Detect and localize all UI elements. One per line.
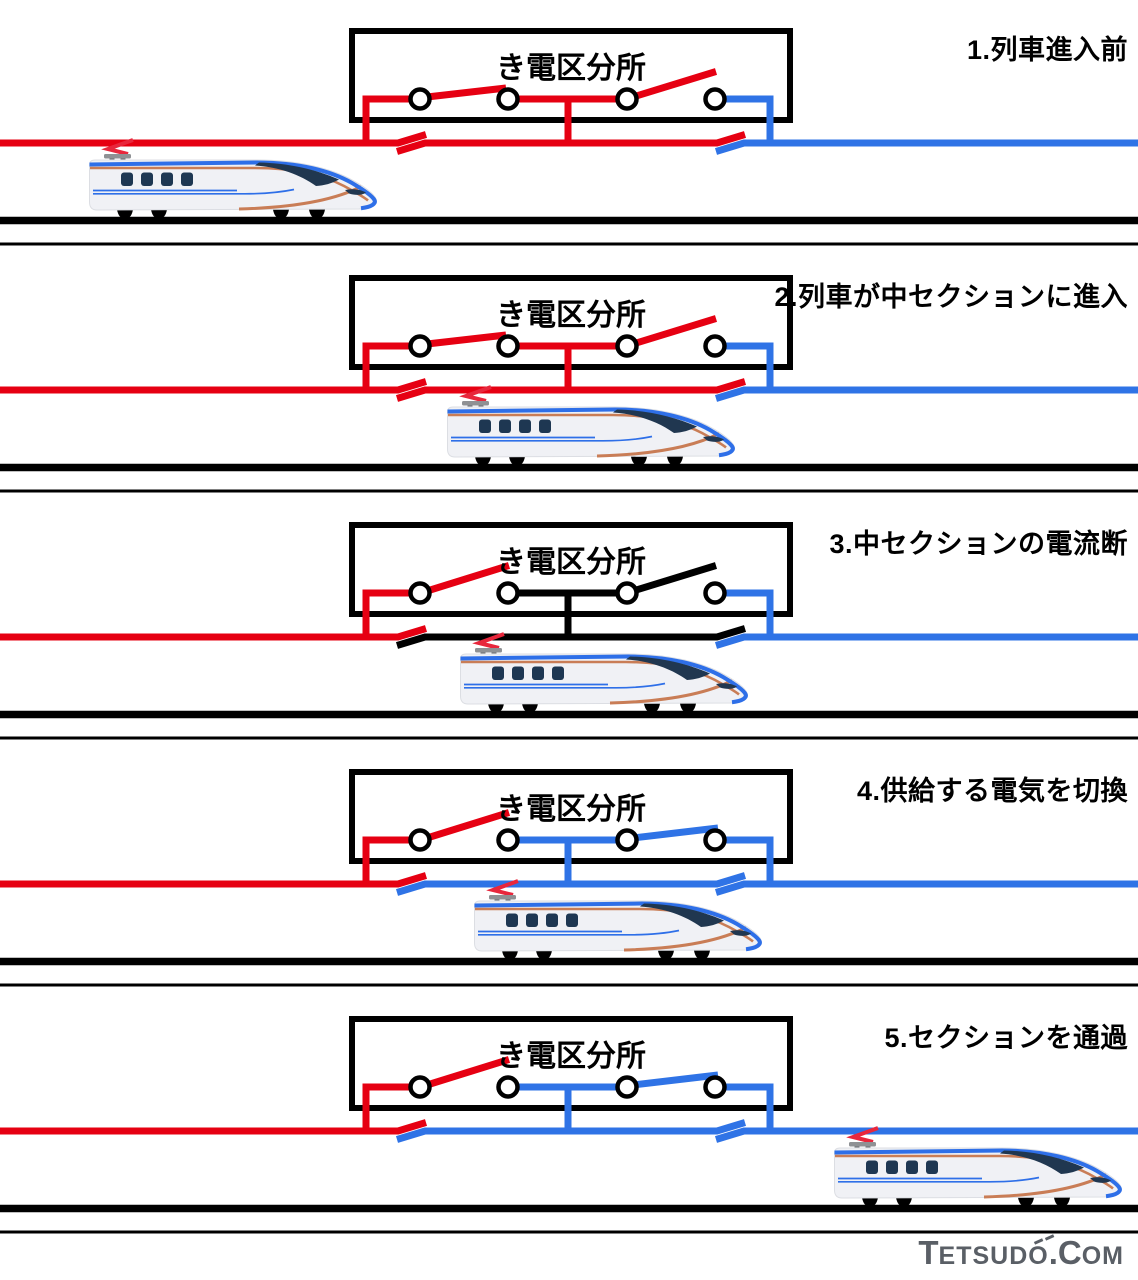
right-switch-blade xyxy=(632,824,719,842)
panel-caption: 2.列車が中セクションに進入 xyxy=(774,282,1128,312)
catenary-left-section xyxy=(0,872,428,888)
switch-terminal xyxy=(496,1075,520,1099)
right-feeder-wire xyxy=(715,342,774,390)
panel-canvas: き電区分所 xyxy=(0,1016,1138,1234)
panel-canvas: き電区分所 xyxy=(0,275,1138,493)
left-switch-blade xyxy=(426,84,507,101)
catenary-right-section xyxy=(714,1127,1138,1143)
switch-terminal xyxy=(615,1075,639,1099)
panel-canvas: き電区分所 xyxy=(0,522,1138,740)
logo-speed-ticks-icon xyxy=(1032,1234,1054,1245)
right-switch-blade xyxy=(631,562,718,595)
switch-terminal xyxy=(496,581,520,605)
right-switch-blade xyxy=(631,315,718,348)
diagram-panel: き電区分所 1.列車進入前 xyxy=(0,0,1138,247)
diagram-panel: き電区分所 3.中セクションの電流断 xyxy=(0,494,1138,741)
panel-caption: 1.列車進入前 xyxy=(966,35,1128,65)
left-feeder-wire xyxy=(362,836,420,884)
shinkansen-train xyxy=(832,1126,1124,1209)
left-switch-blade xyxy=(426,331,507,348)
feeder-box-label: き電区分所 xyxy=(496,1040,646,1073)
switch-terminal xyxy=(615,334,639,358)
logo-letters: OM xyxy=(1081,1242,1124,1270)
left-feeder-wire xyxy=(362,95,420,143)
shinkansen-train xyxy=(458,632,750,715)
switch-terminal xyxy=(615,581,639,605)
left-feeder-wire xyxy=(362,342,420,390)
switch-terminal xyxy=(703,581,727,605)
right-feeder-wire xyxy=(715,589,774,637)
right-switch-blade xyxy=(631,68,718,101)
switch-terminal xyxy=(408,828,432,852)
switch-terminal xyxy=(703,1075,727,1099)
switch-terminal xyxy=(496,87,520,111)
switch-terminal xyxy=(496,334,520,358)
catenary-right-section xyxy=(714,880,1138,896)
right-feeder-wire xyxy=(715,1083,774,1131)
switch-terminal xyxy=(703,334,727,358)
left-switch-blade xyxy=(425,809,511,842)
feeder-box-label: き電区分所 xyxy=(496,52,646,85)
panel-stack: き電区分所 1.列車進入前 き電区分所 2.列車 xyxy=(0,0,1138,1235)
shinkansen-train xyxy=(445,385,737,468)
panel-canvas: き電区分所 xyxy=(0,769,1138,987)
shinkansen-train xyxy=(87,138,379,221)
left-switch-blade xyxy=(425,1056,511,1089)
switch-terminal xyxy=(408,87,432,111)
left-feeder-wire xyxy=(362,589,420,637)
catenary-right-section xyxy=(714,633,1138,649)
left-feeder-wire xyxy=(362,1083,420,1131)
switch-terminal xyxy=(408,334,432,358)
switch-terminal xyxy=(408,1075,432,1099)
left-switch-blade xyxy=(425,562,511,595)
logo-letters: ETSUD xyxy=(938,1242,1029,1270)
right-switch-blade xyxy=(632,1071,719,1089)
catenary-left-section xyxy=(0,625,428,641)
right-feeder-wire xyxy=(715,95,774,143)
catenary-left-section xyxy=(0,378,428,394)
panel-caption: 3.中セクションの電流断 xyxy=(829,529,1128,559)
panel-caption: 5.セクションを通過 xyxy=(884,1023,1128,1053)
feeder-box-label: き電区分所 xyxy=(496,546,646,579)
switch-terminal xyxy=(615,828,639,852)
feeder-box-label: き電区分所 xyxy=(496,793,646,826)
switch-terminal xyxy=(496,828,520,852)
switch-terminal xyxy=(615,87,639,111)
diagram-panel: き電区分所 2.列車が中セクションに進入 xyxy=(0,247,1138,494)
diagram-panel: き電区分所 4.供給する電気を切換 xyxy=(0,741,1138,988)
switch-terminal xyxy=(408,581,432,605)
logo-letter: C xyxy=(1057,1234,1082,1271)
feeder-box-label: き電区分所 xyxy=(496,299,646,332)
diagram-panel: き電区分所 5.セクションを通過 xyxy=(0,988,1138,1235)
switch-terminal xyxy=(703,828,727,852)
panel-canvas: き電区分所 xyxy=(0,28,1138,246)
catenary-left-section xyxy=(0,131,428,147)
right-feeder-wire xyxy=(715,836,774,884)
logo-letter-o: O xyxy=(1028,1234,1054,1269)
switch-terminal xyxy=(703,87,727,111)
catenary-left-section xyxy=(0,1119,428,1135)
logo-dot: . xyxy=(1048,1234,1058,1271)
panel-caption: 4.供給する電気を切換 xyxy=(856,776,1128,806)
catenary-right-section xyxy=(714,139,1138,155)
logo-letter: T xyxy=(918,1234,939,1271)
catenary-right-section xyxy=(714,386,1138,402)
